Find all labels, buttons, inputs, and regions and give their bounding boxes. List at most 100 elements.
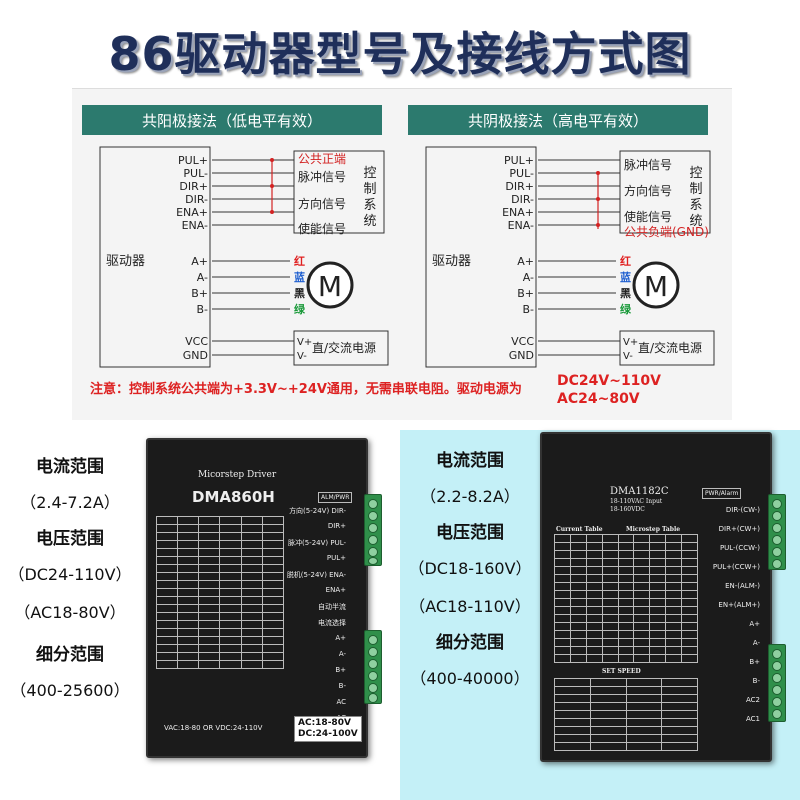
table-cell xyxy=(177,556,200,565)
table-row xyxy=(554,646,698,655)
table-cell xyxy=(177,564,200,573)
terminal-pin-label: B+ xyxy=(749,658,760,666)
table-row xyxy=(554,558,698,567)
terminal-pin-label: DIR-(CW-) xyxy=(725,506,760,514)
terminal-pin-label: AC xyxy=(336,698,346,706)
signal-terminal-block xyxy=(768,494,786,570)
screw-icon xyxy=(772,685,782,695)
table-cell xyxy=(198,572,221,581)
terminal-pin-label: EN+(ALM+) xyxy=(718,601,760,609)
table-cell xyxy=(219,652,242,661)
table-cell xyxy=(261,580,285,589)
signal-label: 使能信号 xyxy=(298,221,346,236)
table-cell xyxy=(661,694,698,703)
table-cell xyxy=(633,550,651,559)
table-cell xyxy=(155,532,179,541)
table-cell xyxy=(554,742,591,751)
signal-pin-label: DIR- xyxy=(185,193,208,206)
table-cell xyxy=(261,620,285,629)
table-cell xyxy=(554,686,591,695)
table-cell xyxy=(585,638,603,647)
table-row xyxy=(155,548,285,557)
terminal-pin-label: A- xyxy=(338,650,346,658)
control-system-label: 统 xyxy=(689,214,702,229)
table-row xyxy=(155,540,285,549)
table-cell xyxy=(625,718,663,727)
control-system-label: 控 xyxy=(363,166,376,181)
table-cell xyxy=(681,550,698,559)
table-cell xyxy=(569,566,587,575)
table-cell xyxy=(617,574,635,583)
table-cell xyxy=(554,734,591,743)
table-cell xyxy=(665,654,682,663)
table-cell xyxy=(665,550,682,559)
screw-icon xyxy=(368,647,378,657)
power-terminal-label: V- xyxy=(623,351,633,362)
table-cell xyxy=(261,604,285,613)
table-cell xyxy=(155,660,179,669)
power-pin-label: GND xyxy=(509,349,534,362)
table-row xyxy=(155,660,285,669)
screw-icon xyxy=(368,557,378,565)
driver-box xyxy=(99,146,211,368)
pin-labels: DIR-(CW-)DIR+(CW+)PUL-(CCW-)PUL+(CCW+)EN… xyxy=(700,506,760,756)
table-cell xyxy=(681,542,698,551)
table-row xyxy=(155,612,285,621)
table-cell xyxy=(219,532,242,541)
table-cell xyxy=(219,596,242,605)
table-cell xyxy=(240,524,263,533)
table-cell xyxy=(589,742,627,751)
power-supply-label: 直/交流电源 xyxy=(638,340,702,355)
screw-icon xyxy=(368,535,378,545)
table-cell xyxy=(665,534,682,543)
table-cell xyxy=(665,558,682,567)
table-cell xyxy=(198,588,221,597)
table-cell xyxy=(601,550,619,559)
table-cell xyxy=(569,534,587,543)
table-cell xyxy=(155,564,179,573)
spec-voltage-ac-value: （AC18-110V） xyxy=(409,597,531,616)
driver-dma1182c: DMA1182C 18-110VAC Input 18-160VDC PWR/A… xyxy=(540,432,772,762)
power-pin-label: GND xyxy=(183,349,208,362)
table-cell xyxy=(617,598,635,607)
control-system-box xyxy=(293,150,385,234)
table-cell xyxy=(177,572,200,581)
table-cell xyxy=(633,590,651,599)
motor-pin-label: A- xyxy=(523,271,534,284)
table-cell xyxy=(649,606,667,615)
wire-color-label: 红 xyxy=(620,254,631,268)
junction-dot xyxy=(270,210,274,214)
table-row xyxy=(554,598,698,607)
table-row xyxy=(155,564,285,573)
table-row xyxy=(554,678,698,687)
motor-pin-label: A+ xyxy=(191,255,208,268)
table-cell xyxy=(261,652,285,661)
screw-icon xyxy=(368,683,378,693)
table-cell xyxy=(617,582,635,591)
table-cell xyxy=(569,638,587,647)
driver-dma860h: Micorstep Driver DMA860H ALM/PWR 方向(5-24… xyxy=(146,438,368,758)
ac-badge-dc: DC:24-100V xyxy=(298,729,358,739)
screw-icon xyxy=(772,499,782,509)
table-cell xyxy=(240,636,263,645)
control-system-label: 制 xyxy=(363,182,376,197)
table-row xyxy=(554,614,698,623)
table-cell xyxy=(198,564,221,573)
table-cell xyxy=(649,566,667,575)
terminal-pin-label: EN-(ALM-) xyxy=(725,582,760,590)
table-row xyxy=(554,550,698,559)
table-cell xyxy=(240,596,263,605)
signal-label: 脉冲信号 xyxy=(624,157,672,172)
junction-dot xyxy=(596,223,600,227)
table-cell xyxy=(261,564,285,573)
table-cell xyxy=(665,646,682,655)
terminal-pin-label: B+ xyxy=(335,666,346,674)
table-cell xyxy=(625,742,663,751)
table-cell xyxy=(177,652,200,661)
table-cell xyxy=(649,574,667,583)
table-cell xyxy=(633,582,651,591)
table-cell xyxy=(554,638,571,647)
screw-icon xyxy=(772,709,782,719)
table-cell xyxy=(681,598,698,607)
table-cell xyxy=(155,612,179,621)
